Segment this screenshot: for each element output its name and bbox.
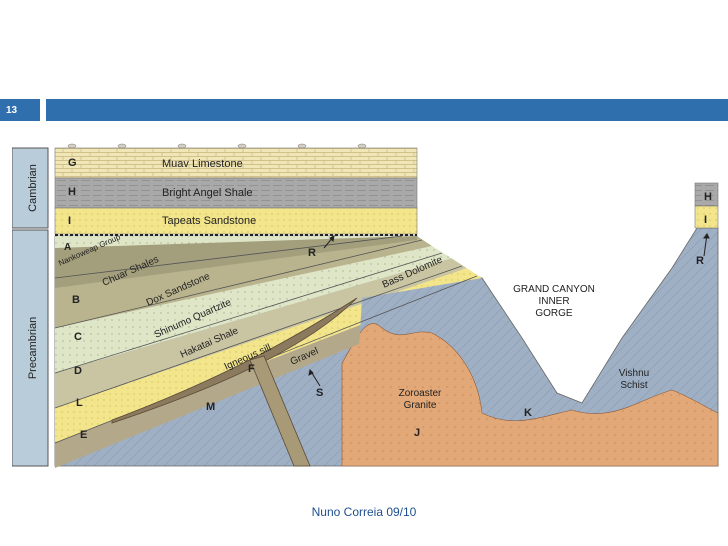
zoroaster-label-line2: Granite [404,400,437,411]
letter-c: C [74,331,82,343]
letter-b: B [72,294,80,306]
zoroaster-label-line1: Zoroaster [399,388,442,399]
layer-letter-g: G [68,157,77,169]
gorge-label-line3: GORGE [535,308,573,319]
letter-s: S [316,387,323,399]
cross-section-svg: Cambrian Precambrian G H [12,128,722,468]
geology-cross-section: Cambrian Precambrian G H [12,128,722,468]
tapeats-sandstone-label: Tapeats Sandstone [162,215,256,227]
layer-letter-h: H [68,186,76,198]
letter-f: F [248,363,255,375]
gorge-label-line2: INNER [538,296,569,307]
letter-a: A [64,242,71,253]
right-letter-i: I [704,214,707,226]
slide-number: 13 [6,105,17,116]
precambrian-label: Precambrian [27,317,39,379]
letter-j: J [414,427,420,439]
header-bar [46,99,728,121]
letter-m: M [206,401,215,413]
right-letter-h: H [704,191,712,203]
letter-l: L [76,397,83,409]
gorge-label-line1: GRAND CANYON [513,284,595,295]
cambrian-label: Cambrian [27,164,39,212]
surface-pebbles [68,144,366,148]
vishnu-label-line1: Vishnu [619,368,649,379]
letter-k: K [524,407,532,419]
bright-angel-shale-label: Bright Angel Shale [162,187,253,199]
muav-limestone-label: Muav Limestone [162,158,243,170]
letter-d: D [74,365,82,377]
right-letter-r: R [696,255,704,267]
letter-e: E [80,429,87,441]
letter-r: R [308,247,316,259]
layer-letter-i: I [68,215,71,227]
vishnu-label-line2: Schist [620,380,647,391]
slide-number-box: 13 [0,99,40,121]
footer-credit: Nuno Correia 09/10 [0,505,728,519]
